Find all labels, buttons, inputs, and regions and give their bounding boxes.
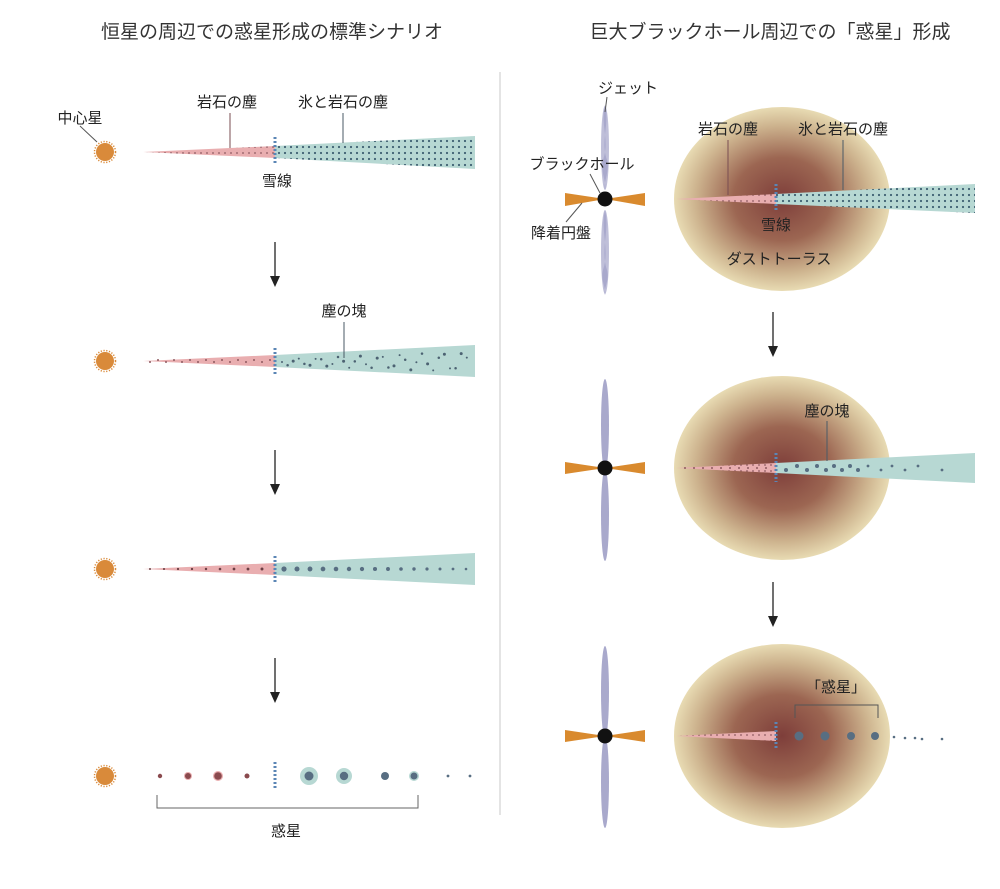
- rock-dust-label: 岩石の塵: [698, 120, 758, 138]
- central-star-icon: [93, 557, 117, 581]
- right-stage-1: ジェット ブラックホール 降着円盤 岩石の塵 氷と岩石の塵 雪線 ダストトーラス: [529, 79, 975, 295]
- jet-label: ジェット: [598, 79, 658, 97]
- left-stage-2: 塵の塊: [93, 302, 475, 377]
- planets-bracket: [156, 795, 419, 809]
- right-stage-3: 「惑星」: [565, 644, 944, 828]
- snow-line-label: 雪線: [761, 216, 791, 234]
- dust-clump-dots: [684, 464, 944, 472]
- right-title: 巨大ブラックホール周辺での「惑星」形成: [589, 20, 950, 43]
- rock-dust-label: 岩石の塵: [197, 93, 257, 111]
- left-stage-1: 中心星 岩石の塵 氷と岩石の塵 雪線: [57, 93, 475, 190]
- planets-label: 「惑星」: [806, 678, 866, 696]
- left-stage-3: [93, 553, 475, 585]
- central-star-icon: [93, 140, 117, 164]
- accretion-disk-label: 降着円盤: [531, 224, 591, 242]
- dust-bead-dots: [149, 566, 468, 572]
- jet-icon: [601, 105, 609, 295]
- ice-rock-dust-label: 氷と岩石の塵: [298, 93, 388, 111]
- central-star-icon: [93, 349, 117, 373]
- left-stage-4: 惑星: [93, 762, 472, 840]
- ice-dust-zone: [275, 136, 475, 169]
- dust-torus-label: ダストトーラス: [727, 250, 832, 268]
- right-stage-2: 塵の塊: [565, 376, 975, 561]
- accretion-disk: [565, 193, 605, 206]
- snow-line-label: 雪線: [262, 172, 292, 190]
- central-star-icon: [93, 764, 117, 788]
- left-title: 恒星の周辺での惑星形成の標準シナリオ: [101, 21, 443, 43]
- planets-bracket: [794, 704, 879, 718]
- ice-rock-dust-label: 氷と岩石の塵: [798, 120, 888, 138]
- central-star-label: 中心星: [57, 109, 102, 127]
- dust-clump-label: 塵の塊: [321, 302, 366, 320]
- planets-label: 惑星: [271, 822, 301, 840]
- dust-clump-dots: [149, 352, 468, 372]
- black-hole-label: ブラックホール: [529, 155, 634, 173]
- dust-clump-label: 塵の塊: [804, 402, 849, 420]
- rock-dust-zone: [143, 146, 275, 158]
- black-hole-icon: [597, 191, 613, 207]
